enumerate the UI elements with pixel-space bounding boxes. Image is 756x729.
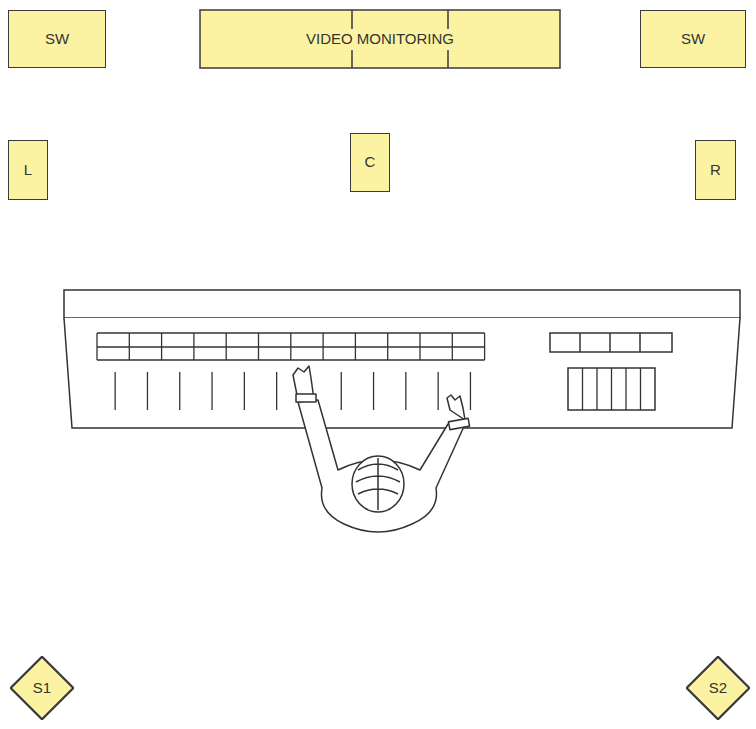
box-label: L: [24, 162, 32, 179]
subwoofer-box: SW: [640, 10, 746, 68]
box-label: R: [710, 162, 721, 179]
monitor-box: [200, 10, 560, 68]
surround-diamond: S2: [686, 656, 750, 720]
speaker-box: C: [350, 133, 390, 192]
box-label: C: [365, 154, 376, 171]
box-label: SW: [45, 31, 69, 48]
box-label: S2: [709, 680, 727, 697]
box-label: SW: [681, 31, 705, 48]
surround-diamond: S1: [10, 656, 74, 720]
engineer-figure: [293, 366, 470, 532]
box-label: VIDEO MONITORING: [306, 31, 454, 48]
speaker-box: L: [8, 140, 48, 200]
mixing-console: [64, 290, 740, 428]
video-monitor-box: VIDEO MONITORING: [200, 10, 560, 68]
subwoofer-box: SW: [8, 10, 106, 68]
speaker-box: R: [695, 140, 736, 200]
fader-strips: [97, 333, 641, 410]
box-label: S1: [33, 680, 51, 697]
